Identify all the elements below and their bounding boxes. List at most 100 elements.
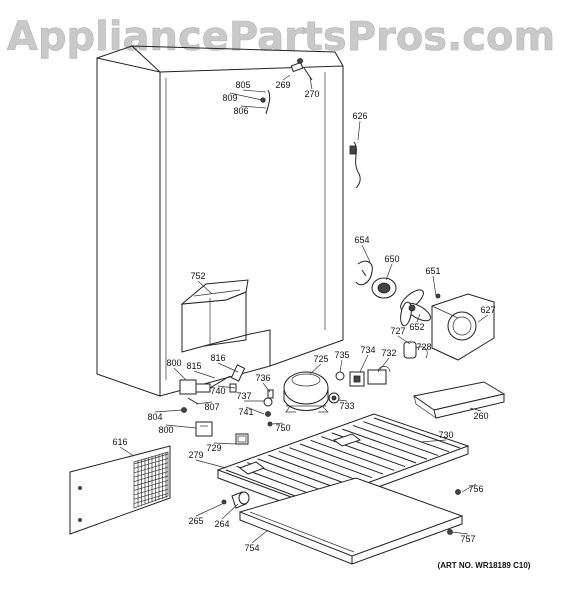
- callout-label-736: 736: [255, 373, 270, 383]
- callout-label-807: 807: [204, 402, 219, 412]
- callout-label-616: 616: [112, 437, 127, 447]
- coil-tube: [342, 428, 428, 460]
- leader-line-729: [213, 442, 237, 445]
- fan-blade: [400, 289, 431, 327]
- callout-label-754: 754: [244, 543, 259, 553]
- leader-line-757: [451, 531, 469, 535]
- leader-line-741: [245, 406, 265, 415]
- part-729: [235, 433, 249, 445]
- callout-label-740: 740: [210, 386, 225, 396]
- leader-line-650: [385, 263, 393, 281]
- callout-label-651: 651: [425, 266, 440, 276]
- leader-line-734: [359, 354, 369, 373]
- screw-757: [447, 529, 453, 535]
- leader-line-750: [271, 422, 284, 425]
- leader-line-752: [197, 280, 213, 295]
- callout-label-626: 626: [352, 111, 367, 121]
- grille-slat: [133, 475, 169, 487]
- coil-tube: [310, 439, 395, 471]
- leader-line-732: [377, 357, 390, 373]
- coil-tube: [352, 424, 439, 456]
- leader-line-654: [361, 244, 371, 263]
- watermark-text: AppliancePartsPros.com: [7, 14, 555, 60]
- coil-tube: [299, 443, 384, 475]
- leader-line-265: [195, 503, 223, 517]
- coil-bracket: [332, 433, 362, 447]
- capacitor-relay-parts: [349, 341, 428, 387]
- leader-line-651: [432, 275, 437, 297]
- callout-label-728: 728: [416, 342, 431, 352]
- callout-label-816: 816: [210, 353, 225, 363]
- callout-label-627: 627: [480, 305, 495, 315]
- leader-line-740: [217, 385, 236, 389]
- coil-tube: [268, 454, 351, 486]
- leader-line-754: [251, 529, 269, 544]
- top-hardware: [260, 58, 313, 115]
- grommet-735: [335, 371, 345, 381]
- callout-label-800b: 800: [158, 425, 173, 435]
- grille-slat: [133, 480, 169, 491]
- leader-line-736: [262, 382, 271, 393]
- callout-label-654: 654: [354, 235, 369, 245]
- callout-label-806: 806: [233, 106, 248, 116]
- drain-pan-260: [412, 381, 506, 419]
- callout-label-270: 270: [304, 89, 319, 99]
- callout-label-725: 725: [313, 354, 328, 364]
- grille-slat: [133, 493, 169, 504]
- coil-tube: [278, 450, 362, 482]
- grille-slat: [133, 458, 169, 469]
- callout-label-279: 279: [188, 450, 203, 460]
- leader-line-279: [195, 459, 227, 469]
- leader-line-270: [309, 77, 313, 90]
- callout-label-737: 737: [236, 391, 251, 401]
- leader-line-816: [217, 362, 239, 373]
- callout-label-264: 264: [214, 519, 229, 529]
- leader-line-806: [240, 105, 267, 109]
- callout-label-734: 734: [360, 345, 375, 355]
- leader-line-626: [357, 120, 361, 141]
- callout-label-756: 756: [468, 484, 483, 494]
- coil-tube: [257, 458, 340, 490]
- leader-line-809: [229, 92, 263, 101]
- callout-label-741: 741: [238, 407, 253, 417]
- leader-line-800a: [173, 367, 187, 381]
- coil-tube: [373, 417, 461, 449]
- leader-line-804: [154, 409, 183, 413]
- grille-slat: [133, 484, 169, 496]
- callout-label-757: 757: [460, 534, 475, 544]
- callout-label-735: 735: [334, 350, 349, 360]
- rollers-264-265: [221, 491, 250, 509]
- access-grille-616: [69, 445, 171, 535]
- callout-label-733: 733: [339, 401, 354, 411]
- callout-label-750: 750: [275, 423, 290, 433]
- callout-label-265: 265: [188, 516, 203, 526]
- grille-vent-pattern: [133, 453, 169, 506]
- leader-line-805: [242, 89, 267, 93]
- leader-line-264: [221, 503, 239, 520]
- leader-line-269: [282, 74, 291, 81]
- coil-bracket-front: [238, 461, 266, 475]
- machine-compartment-duct: [180, 279, 249, 353]
- callout-label-727: 727: [390, 326, 405, 336]
- compressor-725: [283, 371, 329, 413]
- leader-line-652: [416, 313, 421, 323]
- coil-tube: [225, 469, 307, 501]
- coil-tube: [363, 421, 450, 453]
- callout-label-730: 730: [438, 430, 453, 440]
- leader-line-807: [195, 401, 213, 405]
- callout-label-260: 260: [473, 411, 488, 421]
- callout-label-732: 732: [381, 348, 396, 358]
- callout-label-269: 269: [275, 80, 290, 90]
- leader-line-735: [339, 359, 343, 373]
- art-number: (ART NO. WR18189 C10): [438, 561, 531, 570]
- screw-756: [455, 489, 461, 495]
- coil-tube: [320, 436, 406, 468]
- callout-label-729: 729: [206, 443, 221, 453]
- mount-hardware: [263, 389, 274, 427]
- callout-label-809: 809: [222, 93, 237, 103]
- coil-tube: [289, 447, 373, 479]
- leader-line-727: [397, 335, 411, 345]
